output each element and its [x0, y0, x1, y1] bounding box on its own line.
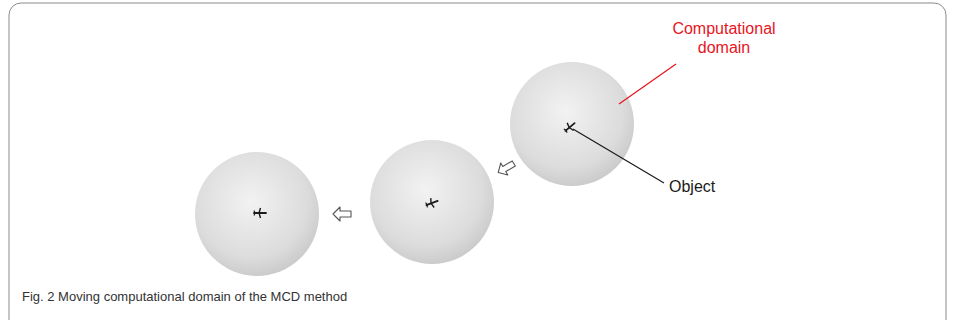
airplane-object — [254, 208, 266, 218]
frame-spacer — [9, 278, 946, 279]
leader-line — [619, 64, 676, 104]
object-label: Object — [669, 177, 715, 196]
airplane-object — [425, 196, 440, 210]
computational-domain-sphere — [510, 62, 634, 186]
computational-domain-sphere — [370, 140, 494, 264]
motion-arrow — [333, 207, 351, 221]
leader-line — [573, 129, 664, 183]
figure-caption: Fig. 2 Moving computational domain of th… — [22, 289, 347, 305]
airplane-object — [562, 119, 578, 134]
computational-domain-sphere — [195, 152, 319, 276]
motion-arrow — [495, 157, 518, 178]
domain-label: Computational domain — [659, 19, 789, 57]
figure-frame — [9, 3, 946, 320]
